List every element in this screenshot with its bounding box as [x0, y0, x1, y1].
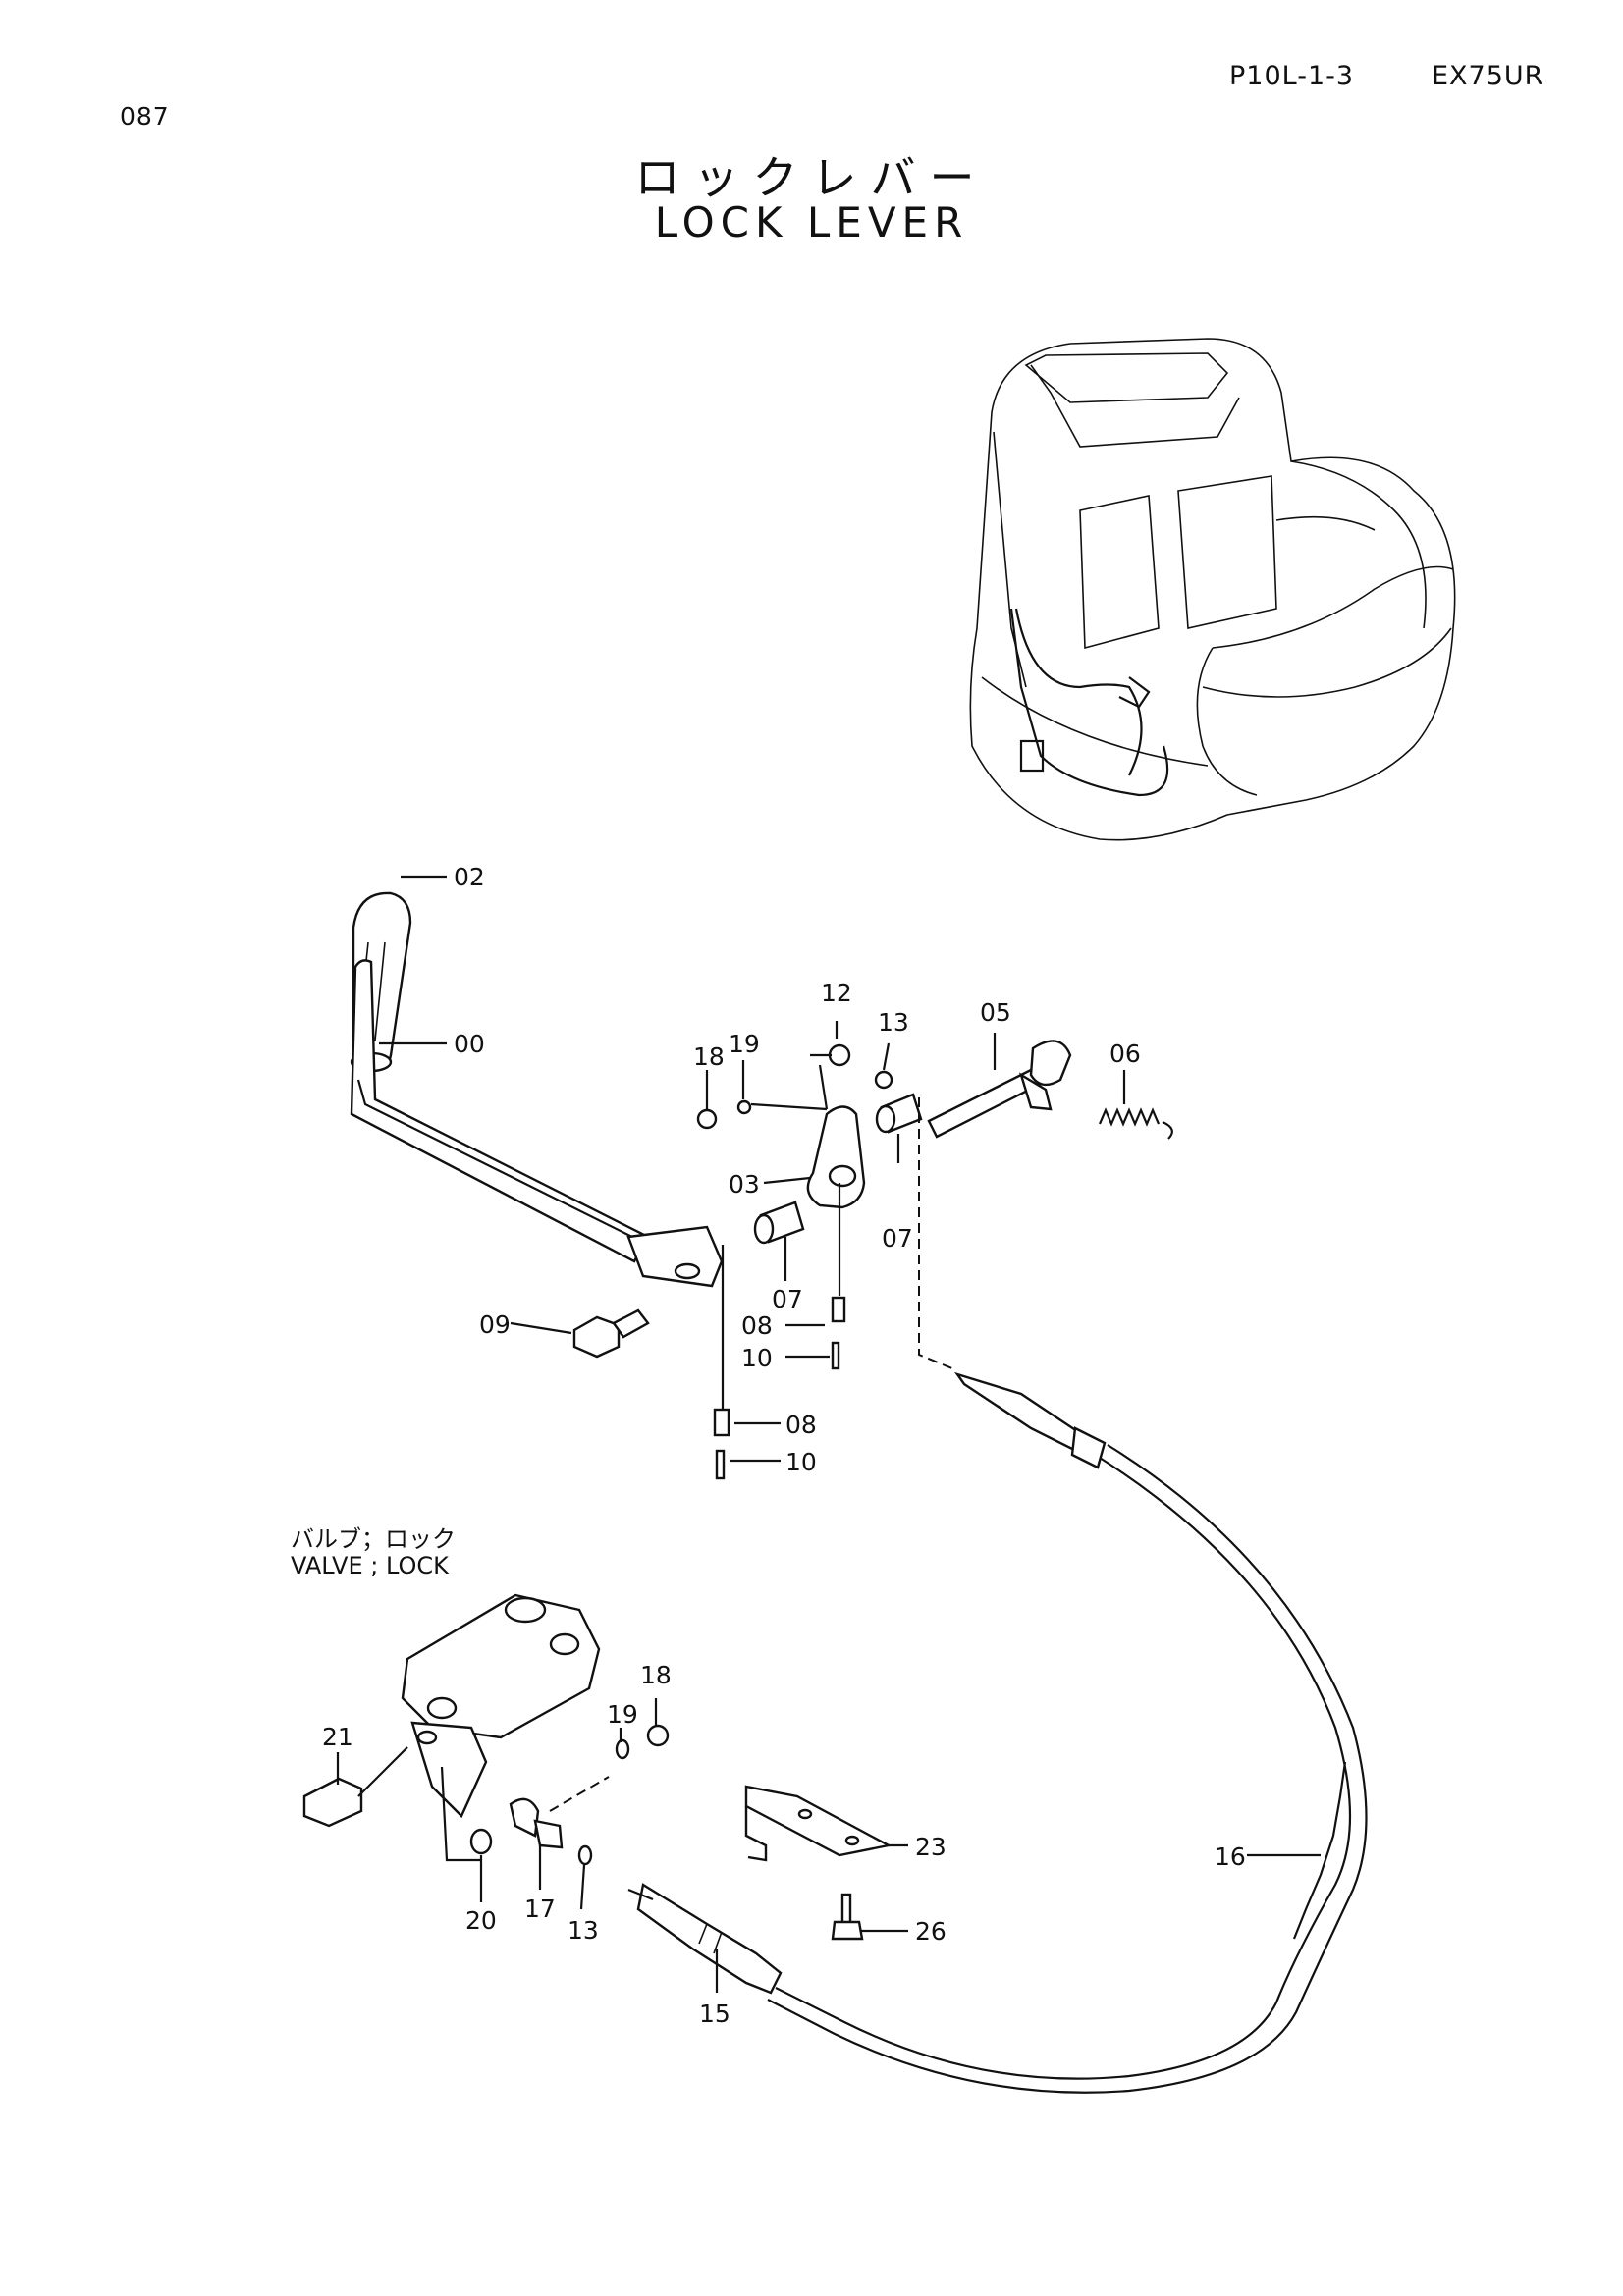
callout-13-valve: 13 — [568, 1916, 599, 1945]
callout-18-valve: 18 — [640, 1661, 672, 1689]
callout-20: 20 — [465, 1906, 497, 1935]
callout-18: 18 — [693, 1042, 725, 1071]
callout-08-upper: 08 — [741, 1311, 773, 1340]
callout-17: 17 — [524, 1895, 556, 1923]
page-number: 087 — [120, 102, 170, 131]
title-english: LOCK LEVER — [654, 198, 969, 246]
callout-10-upper: 10 — [741, 1344, 773, 1372]
lock-plate-part — [806, 1105, 866, 1209]
callout-19-valve: 19 — [607, 1700, 638, 1729]
reference-code: P10L-1-3 — [1229, 61, 1355, 91]
cable-end-15-part — [627, 1883, 783, 1995]
valve-label-japanese: バルブ；ロック — [291, 1525, 456, 1553]
callout-19: 19 — [729, 1030, 760, 1058]
callout-08-lower: 08 — [785, 1411, 817, 1439]
model-code: EX75UR — [1432, 61, 1544, 91]
callout-05: 05 — [980, 998, 1011, 1027]
callout-07-lower: 07 — [772, 1285, 803, 1313]
bolt-26-part — [831, 1893, 864, 1941]
callout-13: 13 — [878, 1008, 909, 1037]
excavator-overview-illustration — [969, 338, 1456, 841]
callout-09: 09 — [479, 1310, 511, 1339]
callout-15: 15 — [699, 2000, 730, 2028]
callout-02: 02 — [454, 863, 485, 891]
valve-label-english: VALVE ; LOCK — [291, 1552, 449, 1579]
bracket-23-part — [744, 1785, 893, 1862]
callout-10-lower: 10 — [785, 1448, 817, 1476]
title-japanese: ロックレバー — [634, 151, 989, 204]
callout-07-upper: 07 — [882, 1224, 913, 1253]
callout-labels: 02 00 12 13 05 18 19 06 03 07 07 08 10 0… — [322, 863, 1246, 2028]
callout-03: 03 — [729, 1170, 760, 1199]
callout-26: 26 — [915, 1917, 947, 1946]
callout-16: 16 — [1215, 1842, 1246, 1871]
lever-bracket-part — [626, 1225, 725, 1412]
control-cable-16-part — [767, 1097, 1368, 2094]
collar-07-upper-part — [875, 1093, 923, 1134]
callout-06: 06 — [1109, 1040, 1141, 1068]
spring-06-part — [1098, 1107, 1173, 1140]
valve-fasteners — [302, 1724, 670, 1866]
collar-07-lower-part — [753, 1201, 805, 1245]
callout-12: 12 — [821, 979, 852, 1007]
pin-05-part — [927, 1040, 1072, 1139]
callout-00: 00 — [454, 1030, 485, 1058]
small-fasteners — [696, 1043, 893, 1480]
lock-valve-part — [401, 1593, 601, 1819]
callout-23: 23 — [915, 1833, 947, 1861]
callout-21: 21 — [322, 1723, 353, 1751]
bolt-09-part — [572, 1308, 650, 1359]
leader-lines — [336, 875, 1321, 1993]
